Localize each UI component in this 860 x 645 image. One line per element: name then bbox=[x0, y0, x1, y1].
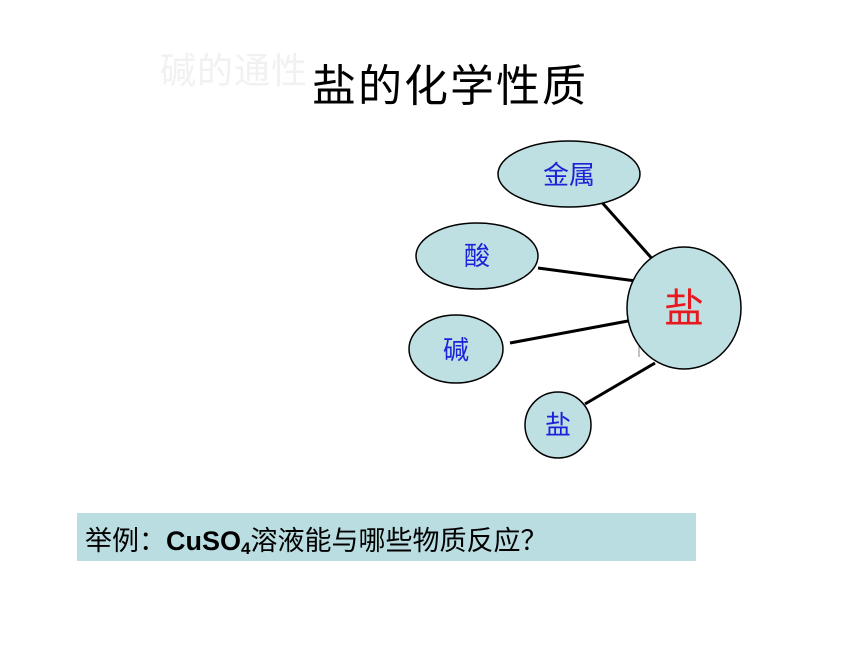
node-metal-label: 金属 bbox=[543, 161, 595, 191]
node-acid bbox=[415, 222, 539, 290]
node-salt-label: 盐 bbox=[545, 411, 571, 441]
node-base-label: 碱 bbox=[443, 336, 469, 366]
page-title: 盐的化学性质 bbox=[312, 61, 588, 112]
connector-salt bbox=[584, 361, 656, 406]
connector-base bbox=[509, 319, 629, 345]
node-metal bbox=[497, 140, 641, 208]
formula-main: CuSO bbox=[166, 526, 242, 556]
connector-metal bbox=[596, 197, 657, 263]
example-question: 举例：CuSO4溶液能与哪些物质反应？ bbox=[85, 519, 547, 559]
formula-subscript: 4 bbox=[241, 539, 251, 558]
center-node-label: 盐 bbox=[664, 286, 704, 332]
node-base bbox=[408, 314, 504, 384]
center-node bbox=[626, 246, 742, 370]
example-suffix: 溶液能与哪些物质反应？ bbox=[250, 526, 548, 557]
node-salt bbox=[524, 391, 592, 459]
example-prefix: 举例： bbox=[85, 526, 166, 557]
background-faded-title: 碱的通性 bbox=[160, 51, 309, 92]
connector-acid bbox=[537, 266, 637, 283]
example-box: 举例：CuSO4溶液能与哪些物质反应？ bbox=[77, 513, 696, 561]
node-acid-label: 酸 bbox=[464, 242, 490, 272]
